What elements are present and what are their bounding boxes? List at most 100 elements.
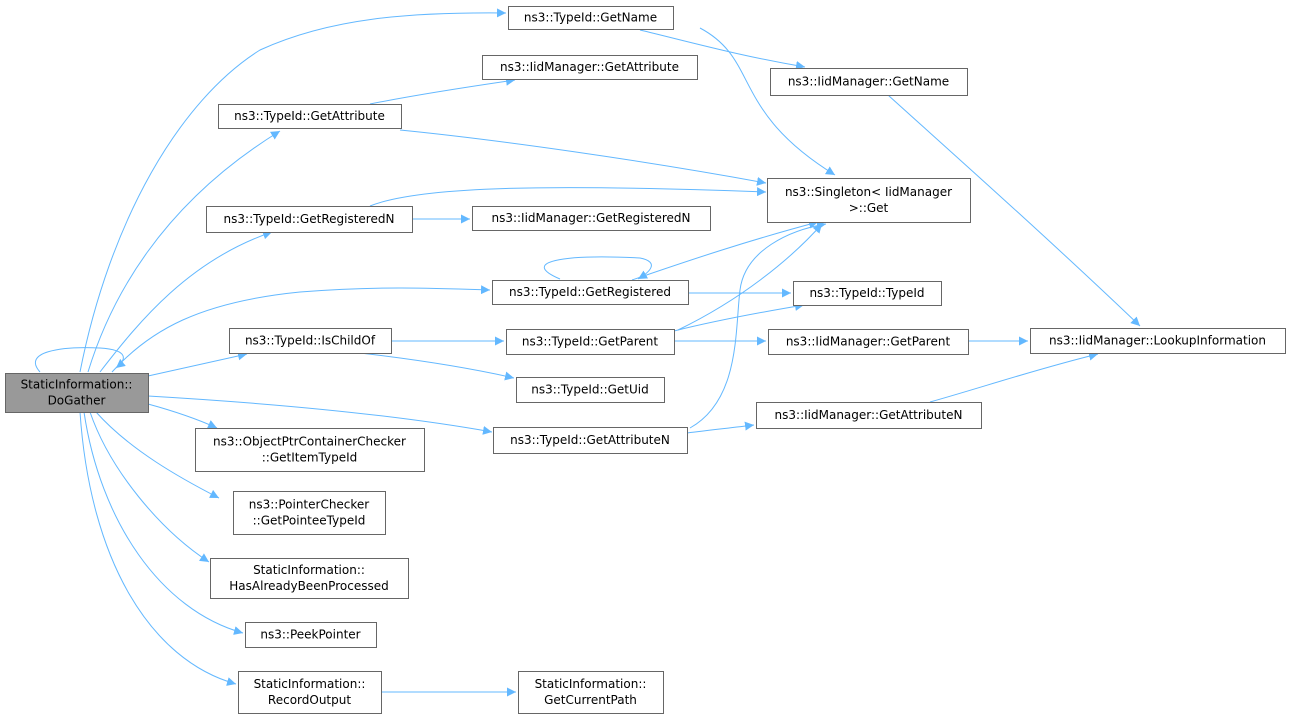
edge-typeid_ischildof-to-typeid_getuid [359,352,515,381]
node-label: StaticInformation:: [21,378,133,392]
node-label: ns3::Singleton< IidManager [785,185,952,199]
node-pointer_getpointeetypeid[interactable]: ns3::PointerChecker::GetPointeeTypeId [233,491,386,535]
node-box[interactable] [245,622,377,648]
node-typeid_ischildof[interactable]: ns3::TypeId::IsChildOf [229,328,392,354]
node-typeid_typeid[interactable]: ns3::TypeId::TypeId [793,281,942,306]
call-edge [929,351,1099,403]
node-typeid_getname[interactable]: ns3::TypeId::GetName [508,6,674,30]
call-edge [369,76,516,105]
node-do_gather[interactable]: StaticInformation::DoGather [5,373,149,413]
node-box[interactable] [793,281,942,306]
call-edge [95,411,220,499]
function-nodes: StaticInformation::DoGatherns3::TypeId::… [5,6,1286,714]
edge-iid_getname-to-iid_lookupinformation [887,94,1141,327]
edge-do_gather-to-typeid_getattributen [147,395,493,435]
node-box[interactable] [767,178,971,223]
edge-do_gather-to-recordoutput [79,411,237,686]
node-box[interactable] [482,55,698,80]
node-label: ns3::PointerChecker [249,498,370,512]
call-edge [544,256,652,280]
edge-typeid_getregisteredn-to-singleton_get [369,187,767,207]
node-typeid_getattribute[interactable]: ns3::TypeId::GetAttribute [218,104,402,129]
edge-do_gather-to-peekpointer [83,411,244,635]
edge-typeid_getname-to-singleton_get [699,27,836,176]
node-typeid_getattributen[interactable]: ns3::TypeId::GetAttributeN [493,427,688,454]
edge-do_gather-to-typeid_getattribute [87,130,281,373]
node-objptr_getitemtypeid[interactable]: ns3::ObjectPtrContainerChecker::GetItemT… [195,428,425,472]
edge-do_gather-to-pointer_getpointeetypeid [95,411,220,499]
node-label: GetCurrentPath [544,693,637,707]
edge-typeid_getregistered-to-typeid_getregistered [544,256,652,280]
node-label: ns3::TypeId::GetUid [531,383,649,397]
edge-typeid_getregistered-to-singleton_get [631,219,819,281]
call-edge [673,302,805,332]
node-box[interactable] [518,671,664,714]
call-edge [83,411,244,635]
node-singleton_get[interactable]: ns3::Singleton< IidManager>::Get [767,178,971,223]
edge-do_gather-to-typeid_getregisteredn [99,230,273,373]
edge-typeid_getattribute-to-singleton_get [399,129,767,186]
node-label: StaticInformation:: [254,677,366,691]
node-box[interactable] [756,402,982,429]
node-typeid_getregisteredn[interactable]: ns3::TypeId::GetRegisteredN [206,206,413,233]
node-label: ns3::TypeId::TypeId [809,286,924,300]
node-label: StaticInformation:: [535,677,647,691]
node-iid_getregisteredn[interactable]: ns3::IidManager::GetRegisteredN [472,206,711,231]
node-box[interactable] [770,68,968,96]
node-iid_lookupinformation[interactable]: ns3::IidManager::LookupInformation [1030,328,1286,354]
call-edge [686,421,755,434]
node-label: DoGather [48,394,106,408]
node-typeid_getparent[interactable]: ns3::TypeId::GetParent [506,329,675,355]
node-box[interactable] [516,377,665,403]
call-edge [631,219,819,281]
call-edge [639,29,806,70]
node-box[interactable] [233,491,386,535]
node-box[interactable] [506,329,675,355]
node-iid_getname[interactable]: ns3::IidManager::GetName [770,68,968,96]
call-edge [87,130,281,373]
edge-typeid_getparent-to-typeid_typeid [673,302,805,332]
call-edge [147,351,248,377]
node-box[interactable] [493,427,688,454]
node-getcurrentpath[interactable]: StaticInformation::GetCurrentPath [518,671,664,714]
node-box[interactable] [238,671,382,714]
node-box[interactable] [1030,328,1286,354]
node-box[interactable] [492,280,689,305]
node-box[interactable] [195,428,425,472]
edge-do_gather-to-typeid_ischildof [147,351,248,377]
call-edge [89,411,210,563]
node-hasalreadybeenprocessed[interactable]: StaticInformation::HasAlreadyBeenProcess… [210,558,409,599]
node-box[interactable] [218,104,402,129]
call-edge [34,347,126,373]
node-box[interactable] [472,206,711,231]
call-edge [399,129,767,186]
node-typeid_getuid[interactable]: ns3::TypeId::GetUid [516,377,665,403]
node-iid_getattributen[interactable]: ns3::IidManager::GetAttributeN [756,402,982,429]
node-box[interactable] [206,206,413,233]
edge-typeid_getparent-to-singleton_get [677,223,823,331]
node-box[interactable] [229,328,392,354]
node-label: ns3::TypeId::GetAttributeN [510,433,670,447]
node-iid_getparent[interactable]: ns3::IidManager::GetParent [768,329,969,355]
node-box[interactable] [768,329,969,355]
node-iid_getattribute[interactable]: ns3::IidManager::GetAttribute [482,55,698,80]
edge-do_gather-to-typeid_getname [79,8,507,373]
call-edge [369,187,767,207]
node-label: RecordOutput [268,693,351,707]
node-typeid_getregistered[interactable]: ns3::TypeId::GetRegistered [492,280,689,305]
node-peekpointer[interactable]: ns3::PeekPointer [245,622,377,648]
call-edge [359,352,515,381]
edge-typeid_getattribute-to-iid_getattribute [369,76,516,105]
node-box[interactable] [210,558,409,599]
node-recordoutput[interactable]: StaticInformation::RecordOutput [238,671,382,714]
node-label: ns3::IidManager::GetRegisteredN [491,211,690,225]
call-edge [147,395,493,435]
call-edge [79,8,507,373]
call-edges [34,8,1141,697]
node-box[interactable] [5,373,149,413]
call-edge [677,223,823,331]
edge-typeid_getname-to-iid_getname [639,29,806,70]
node-box[interactable] [508,6,674,30]
call-edge [111,285,491,373]
